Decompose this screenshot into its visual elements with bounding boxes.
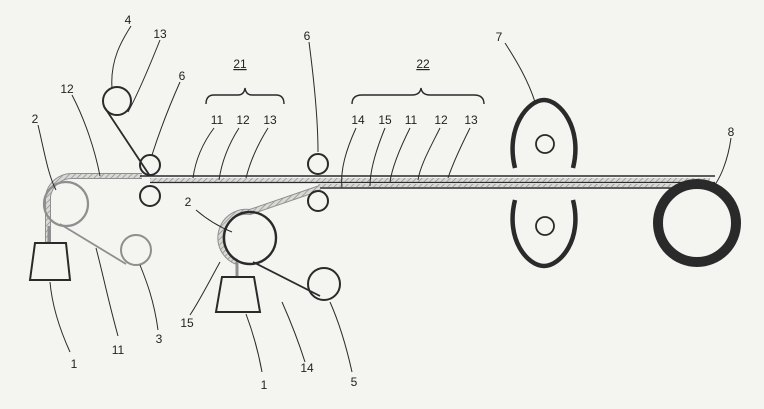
leader-1-left (49, 281, 71, 353)
web-wrap-middle (217, 185, 321, 265)
label-14-bottom: 14 (300, 361, 314, 375)
leader-4 (111, 25, 132, 89)
roll-2-middle (222, 210, 278, 266)
leader-13-g21 (245, 127, 269, 179)
label-11-bottom: 11 (112, 343, 125, 357)
press-upper-half (510, 97, 578, 169)
label-group-22: 22 (416, 57, 430, 71)
web-hatch-band-2 (318, 184, 710, 187)
web-wrap-left (45, 172, 142, 243)
leader-14-g22 (341, 127, 357, 189)
press-lower-half (510, 199, 578, 269)
label-7: 7 (496, 30, 503, 44)
label-group-21: 21 (233, 57, 247, 71)
roll-5 (307, 267, 341, 301)
nip-roll-lower-left (139, 185, 161, 207)
film-line-13 (104, 107, 151, 177)
leader-1-middle (245, 313, 263, 373)
web-wrap-left-hatch (46, 173, 142, 243)
label-11-g21: 11 (211, 113, 224, 127)
leader-14-bottom (281, 301, 306, 363)
label-12-g21: 12 (236, 113, 250, 127)
nip-roll-upper-left (139, 154, 161, 176)
leader-15-bottom (189, 261, 221, 316)
web-wrap-middle-hatch (218, 186, 321, 264)
leader-11-left (95, 247, 119, 337)
leader-12-left (71, 94, 101, 177)
unwind-roll-left (28, 180, 90, 281)
label-1-middle: 1 (261, 378, 268, 392)
leader-15-g22 (369, 127, 386, 187)
label-11-g22: 11 (405, 113, 418, 127)
label-13-top: 13 (153, 27, 167, 41)
label-12-left: 12 (60, 82, 74, 96)
leader-6-right (308, 41, 319, 153)
leader-lines (37, 25, 732, 373)
nip-rolls-left (139, 154, 161, 207)
leader-3 (139, 264, 159, 331)
web-hatch-band (150, 178, 710, 182)
label-6-right: 6 (304, 29, 311, 43)
leader-2-left (37, 124, 57, 191)
nip-roll-lower-right (307, 190, 329, 212)
nip-roll-upper-right (307, 153, 329, 175)
unwind-roll-middle (214, 210, 278, 313)
laminated-web (45, 172, 715, 265)
label-2-middle: 2 (185, 195, 192, 209)
roll-3 (120, 234, 152, 266)
label-6-left: 6 (179, 69, 186, 83)
leader-13-g22 (447, 127, 471, 179)
label-5: 5 (351, 375, 358, 389)
label-1-left: 1 (71, 357, 78, 371)
film-line-11 (59, 223, 127, 265)
leader-12-g22 (417, 127, 441, 181)
leader-5 (329, 301, 353, 373)
leader-11-g21 (192, 127, 215, 179)
label-8: 8 (728, 125, 735, 139)
label-13-g22: 13 (464, 113, 478, 127)
label-3: 3 (156, 332, 163, 346)
label-15-g22: 15 (378, 113, 392, 127)
weight-1-middle (214, 276, 262, 313)
leader-11-g22 (389, 127, 411, 183)
weight-1-left (28, 242, 72, 281)
brace-21 (205, 87, 285, 105)
brace-22 (351, 87, 485, 105)
label-2-left: 2 (32, 112, 39, 126)
leader-7 (504, 42, 536, 103)
leader-6-left (151, 81, 181, 156)
leader-13-top (127, 39, 161, 113)
reference-labels: 4 13 6 12 2 21 11 12 13 6 22 14 15 11 12… (32, 13, 735, 392)
label-4: 4 (125, 13, 132, 27)
winder-roll-8 (653, 179, 741, 267)
leader-2-middle (195, 209, 233, 233)
label-12-g22: 12 (434, 113, 448, 127)
press-unit-7 (510, 97, 578, 269)
leader-8 (711, 137, 732, 189)
label-13-g21: 13 (263, 113, 277, 127)
nip-rolls-right (307, 153, 329, 212)
label-15-bottom: 15 (180, 316, 194, 330)
press-roll-lower (535, 216, 555, 236)
leader-12-g21 (218, 127, 240, 181)
roll-2-left (42, 180, 90, 228)
label-14-g22: 14 (351, 113, 365, 127)
press-roll-upper (535, 134, 555, 154)
roll-4 (102, 86, 132, 116)
